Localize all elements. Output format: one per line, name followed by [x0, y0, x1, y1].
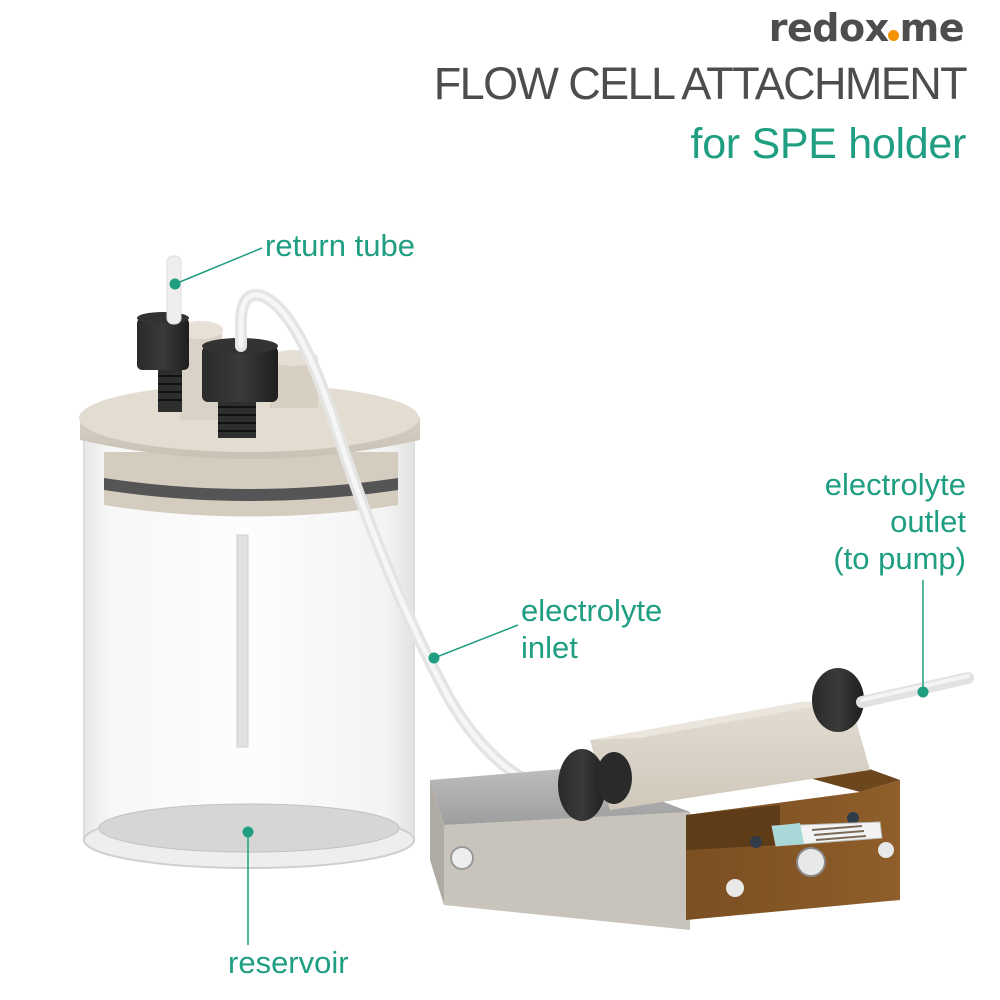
callout-electrolyte-outlet: electrolyte outlet (to pump) — [825, 466, 966, 577]
brand-name-part1: redox — [768, 6, 889, 50]
callout-leaders — [169, 247, 929, 945]
brand-name-part2: me — [899, 6, 965, 50]
page-title: FLOW CELL ATTACHMENT — [433, 58, 968, 109]
reservoir-jar — [79, 255, 420, 869]
callout-outlet-line1: electrolyte — [824, 467, 966, 502]
callout-outlet-line3: (to pump) — [833, 541, 966, 576]
callout-inlet-line2: inlet — [521, 630, 578, 665]
spe-holder — [430, 668, 974, 930]
callout-electrolyte-inlet: electrolyte inlet — [521, 592, 662, 666]
callout-return-tube: return tube — [265, 228, 415, 263]
page-subtitle: for SPE holder — [690, 120, 967, 168]
callout-outlet-line2: outlet — [890, 504, 966, 539]
callout-reservoir: reservoir — [228, 945, 349, 980]
brand-dot-icon — [887, 30, 899, 41]
callout-inlet-line1: electrolyte — [521, 593, 663, 628]
